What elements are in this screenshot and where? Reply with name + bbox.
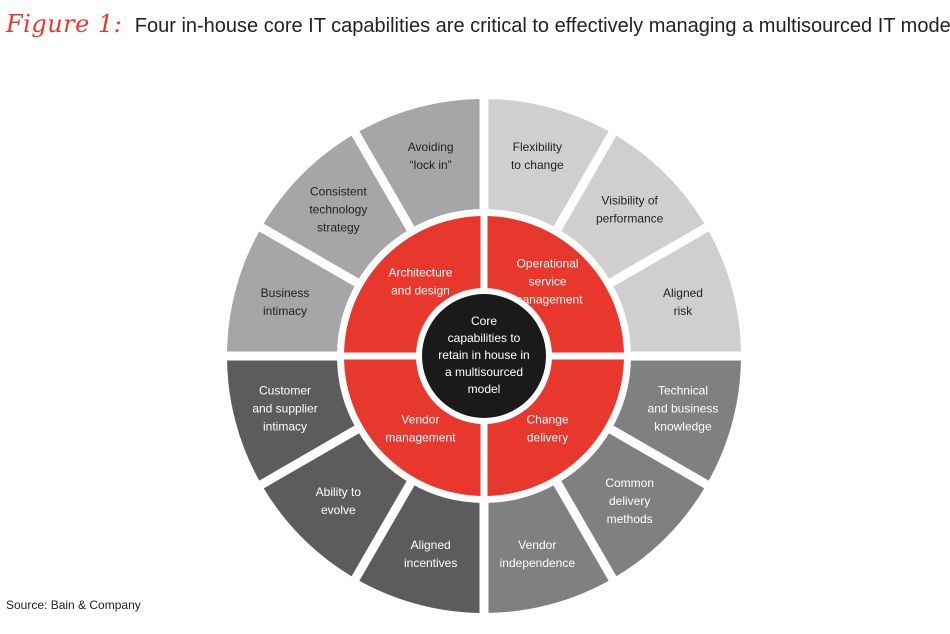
outer-segment-shape [227, 356, 357, 485]
core-capability-shape [484, 356, 624, 496]
outer-segment-divider [350, 479, 416, 583]
outer-segment-divider [552, 479, 618, 583]
outer-segment-label-line-1: Ability to [316, 485, 362, 499]
outer-segment-label-line-1: Common [605, 476, 654, 490]
core-capability-shape [344, 356, 484, 496]
outer-segment-business-intimacy: Business intimacy [227, 227, 357, 356]
outer-segment-label-line-2: and supplier [252, 401, 317, 415]
outer-segment-label-line-2: delivery [609, 494, 650, 508]
outer-segment-label-line-3: strategy [317, 221, 360, 235]
outer-segment-label-line-2: technology [309, 203, 367, 217]
outer-segment-label-line-1: Flexibility [513, 140, 562, 154]
core-capability-label-line-1: Vendor [401, 413, 439, 427]
figure-title-row: Figure 1: Four in-house core IT capabili… [6, 10, 950, 42]
outer-segment-shape [611, 227, 741, 356]
inner-ring: OperationalservicemanagementChangedelive… [342, 214, 626, 498]
outer-segment-label-line-1: Aligned [663, 286, 703, 300]
core-circle-label-line-1: Core [471, 314, 497, 328]
outer-segment-label-line-1: Business [261, 286, 310, 300]
outer-segment-label-line-2: intimacy [263, 304, 307, 318]
outer-segment-label-line-1: Vendor [518, 538, 556, 552]
outer-segment-label-line-1: Customer [259, 383, 311, 397]
outer-segment-label-line-2: to change [511, 158, 564, 172]
outer-segment-shape [611, 356, 741, 485]
outer-segment-flexibility-to-change: Flexibility to change [484, 99, 613, 229]
outer-segment-label-line-3: knowledge [654, 419, 712, 433]
outer-segment-label-line-1: Visibility of [601, 194, 658, 208]
outer-segment-aligned-risk: Aligned risk [611, 227, 741, 356]
core-circle [422, 294, 546, 418]
outer-segment-shape [484, 99, 613, 229]
core-capability-label-line-1: Change [527, 413, 569, 427]
outer-segment-shape [355, 99, 484, 229]
core-capability-architecture-and-design: Architecture and design [344, 216, 484, 356]
figure-title: Four in-house core IT capabilities are c… [134, 15, 950, 37]
outer-segment-divider [552, 129, 618, 233]
outer-segment-avoiding-lock-in: Avoiding “lock in” [355, 99, 484, 229]
core-circle-label-line-4: a multisourced [445, 365, 523, 379]
outer-segment-label-line-2: independence [500, 556, 576, 570]
core-capability-label-line-1: Architecture [388, 266, 452, 280]
outer-segment-label-line-1: Consistent [310, 185, 367, 199]
core-capability-change-delivery: Change delivery [484, 356, 624, 496]
outer-segment-label-line-1: Avoiding [408, 140, 454, 154]
core-circle-label-line-5: model [468, 382, 501, 396]
core-capability-shape [344, 216, 484, 356]
core-capability-label-line-1: Operational [517, 257, 579, 271]
core-circle-group: Core capabilities to retain in house in a m… [416, 288, 552, 424]
outer-segment-divider [607, 222, 711, 288]
outer-segment-divider [257, 222, 361, 288]
outer-segment-label-line-2: risk [674, 304, 694, 318]
core-capability-label-line-2: and design [391, 284, 450, 298]
outer-segment-technical-and-business-knowledge: Technical and business knowledge [611, 356, 741, 485]
outer-segment-shape [227, 227, 357, 356]
outer-segment-label-line-1: Aligned [411, 538, 451, 552]
core-capability-shape [484, 216, 624, 356]
outer-segment-label-line-2: evolve [321, 503, 356, 517]
outer-segment-divider [257, 424, 361, 490]
core-capability-label-line-2: management [385, 431, 456, 445]
core-circle-label-line-3: retain in house in [438, 348, 529, 362]
outer-segment-label-line-2: and business [648, 401, 719, 415]
figure-label: Figure 1: [6, 10, 123, 38]
outer-segment-divider [607, 424, 711, 490]
core-circle-label-line-2: capabilities to [448, 331, 521, 345]
outer-segment-aligned-incentives: Aligned incentives [355, 483, 484, 613]
core-capability-vendor-management: Vendor management [344, 356, 484, 496]
core-capability-label-line-3: management [513, 293, 584, 307]
outer-segment-vendor-independence: Vendor independence [484, 483, 613, 613]
outer-segment-shape [355, 483, 484, 613]
core-capability-label-line-2: service [529, 275, 567, 289]
outer-segment-label-line-3: methods [607, 512, 653, 526]
outer-segment-label-line-3: intimacy [263, 419, 307, 433]
outer-segment-customer-and-supplier-intimacy: Customer and supplier intimacy [227, 356, 357, 485]
outer-segment-label-line-1: Technical [658, 383, 708, 397]
core-capability-label-line-2: delivery [527, 431, 568, 445]
outer-segment-label-line-2: “lock in” [410, 158, 452, 172]
core-capability-operational-service-management: Operational service management [484, 216, 624, 356]
outer-segment-shape [484, 483, 613, 613]
source-note: Source: Bain & Company [6, 598, 141, 612]
outer-segment-divider [350, 129, 416, 233]
outer-segment-label-line-2: incentives [404, 556, 457, 570]
outer-segment-label-line-2: performance [596, 212, 664, 226]
